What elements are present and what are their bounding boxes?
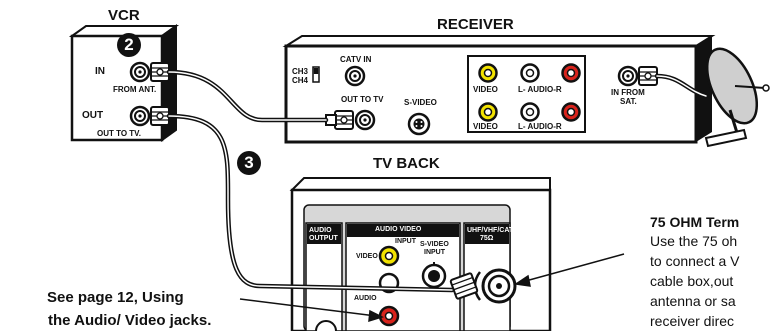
av-input-label-1: AUDIO VIDEO	[375, 226, 422, 233]
vcr-out-plug	[150, 106, 170, 126]
tv-uhf-jack	[473, 268, 517, 304]
receiver-out-plug	[334, 110, 354, 130]
terminal-note-title: 75 OHM Term	[650, 214, 740, 230]
audio-label-bottom: L- AUDIO-R	[518, 122, 562, 131]
vcr-title: VCR	[108, 7, 140, 24]
terminal-note-line-5: receiver direc	[650, 313, 735, 329]
audio-output-label-1: AUDIO	[309, 227, 332, 234]
in-from-sat-label-1: IN FROM	[611, 88, 645, 97]
step-3-badge: 3	[237, 151, 261, 175]
tv-back-panel	[289, 177, 552, 333]
ch3-label: CH3	[292, 67, 309, 76]
tv-back-title: TV BACK	[373, 155, 440, 172]
channel-switch	[312, 66, 320, 83]
receiver-rca-jacks	[478, 63, 581, 122]
terminal-note-line-2: to connect a V	[650, 253, 740, 269]
av-input-label-2: INPUT	[395, 238, 416, 245]
video-label-bottom: VIDEO	[473, 122, 498, 131]
arrow-icon	[239, 253, 625, 323]
receiver-catv-in-jack	[344, 65, 366, 87]
vcr-in-label: IN	[95, 66, 105, 77]
receiver-out-to-tv-jack	[354, 109, 376, 131]
ch4-label: CH4	[292, 76, 309, 85]
sat-plug	[638, 66, 658, 86]
tv-audio-label: AUDIO	[354, 295, 377, 302]
tv-video-label: VIDEO	[356, 253, 378, 260]
receiver-title: RECEIVER	[437, 16, 514, 33]
satellite-dish-icon	[704, 47, 770, 148]
uhf-label-2: 75Ω	[480, 235, 494, 242]
see-page-line-2: the Audio/ Video jacks.	[48, 312, 212, 329]
terminal-note-line-3: cable box,out	[650, 273, 734, 289]
tv-svideo-label-1: S-VIDEO	[420, 241, 449, 248]
receiver-in-from-sat-jack	[617, 65, 639, 87]
vcr-out-to-tv-label: OUT TO TV.	[97, 129, 142, 138]
audio-label-top: L- AUDIO-R	[518, 85, 562, 94]
catv-in-label: CATV IN	[340, 55, 372, 64]
audio-output-label-2: OUTPUT	[309, 235, 338, 242]
receiver-svideo-jack	[407, 112, 431, 136]
vcr-out-jack	[129, 105, 151, 127]
video-label-top: VIDEO	[473, 85, 498, 94]
uhf-label-1: UHF/VHF/CATV	[467, 227, 518, 234]
tv-plug	[449, 272, 479, 300]
see-page-line-1: See page 12, Using	[47, 289, 184, 306]
receiver-out-to-tv-label: OUT TO TV	[341, 95, 384, 104]
step-2-badge: 2	[117, 33, 141, 57]
terminal-note-line-1: Use the 75 oh	[650, 233, 738, 249]
vcr-in-plug	[150, 62, 170, 82]
vcr-out-label: OUT	[82, 110, 104, 121]
svideo-label: S-VIDEO	[404, 98, 437, 107]
in-from-sat-label-2: SAT.	[620, 97, 637, 106]
vcr-from-ant-label: FROM ANT.	[113, 85, 157, 94]
tv-svideo-label-2: INPUT	[424, 249, 445, 256]
vcr-in-jack	[129, 61, 151, 83]
terminal-note-line-4: antenna or sa	[650, 293, 736, 309]
